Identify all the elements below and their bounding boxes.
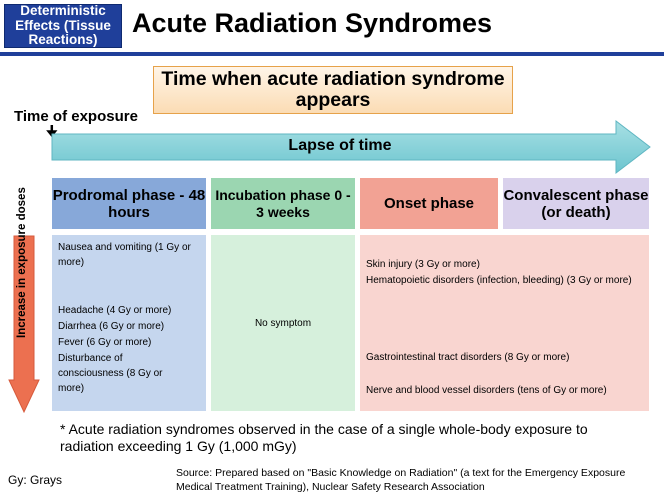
prodromal-symptoms-panel: Nausea and vomiting (1 Gy or more) Heada… — [52, 235, 206, 411]
time-arrow-icon — [51, 120, 651, 175]
list-item: Headache (4 Gy or more) — [58, 305, 172, 316]
incubation-text: No symptom — [254, 317, 312, 329]
category-tag: Deterministic Effects (Tissue Reactions) — [4, 4, 122, 48]
exposure-label: Time of exposure — [14, 108, 138, 125]
exposure-down-arrow-icon: 🠋 — [46, 123, 58, 139]
subtitle-box: Time when acute radiation syndrome appea… — [153, 66, 513, 114]
dose-arrow-icon — [8, 235, 40, 414]
onset-symptoms-panel: Skin injury (3 Gy or more) Hematopoietic… — [360, 235, 649, 411]
phase-prodromal: Prodromal phase - 48 hours — [52, 178, 206, 229]
footnote: * Acute radiation syndromes observed in … — [60, 421, 588, 454]
title-divider — [0, 52, 664, 56]
time-arrow-label: Lapse of time — [288, 137, 392, 154]
phase-onset: Onset phase — [360, 178, 498, 229]
incubation-panel: No symptom — [211, 235, 355, 411]
list-item: Fever (6 Gy or more) — [58, 337, 152, 348]
phase-incubation: Incubation phase 0 - 3 weeks — [211, 178, 355, 229]
dose-axis-label: Increase in exposure doses — [16, 187, 28, 338]
list-item: Disturbance of consciousness (8 Gy or mo… — [58, 353, 163, 394]
unit-note: Gy: Grays — [8, 473, 63, 487]
list-item: Hematopoietic disorders (infection, blee… — [366, 275, 632, 286]
page-title: Acute Radiation Syndromes — [132, 8, 493, 38]
list-item: Nausea and vomiting (1 Gy or more) — [58, 242, 191, 268]
source-note: Source: Prepared based on "Basic Knowled… — [176, 467, 626, 493]
phase-convalescent: Convalescent phase (or death) — [503, 178, 649, 229]
list-item: Diarrhea (6 Gy or more) — [58, 321, 165, 332]
list-item: Gastrointestinal tract disorders (8 Gy o… — [366, 352, 570, 363]
list-item: Nerve and blood vessel disorders (tens o… — [366, 385, 607, 396]
list-item: Skin injury (3 Gy or more) — [366, 259, 480, 270]
